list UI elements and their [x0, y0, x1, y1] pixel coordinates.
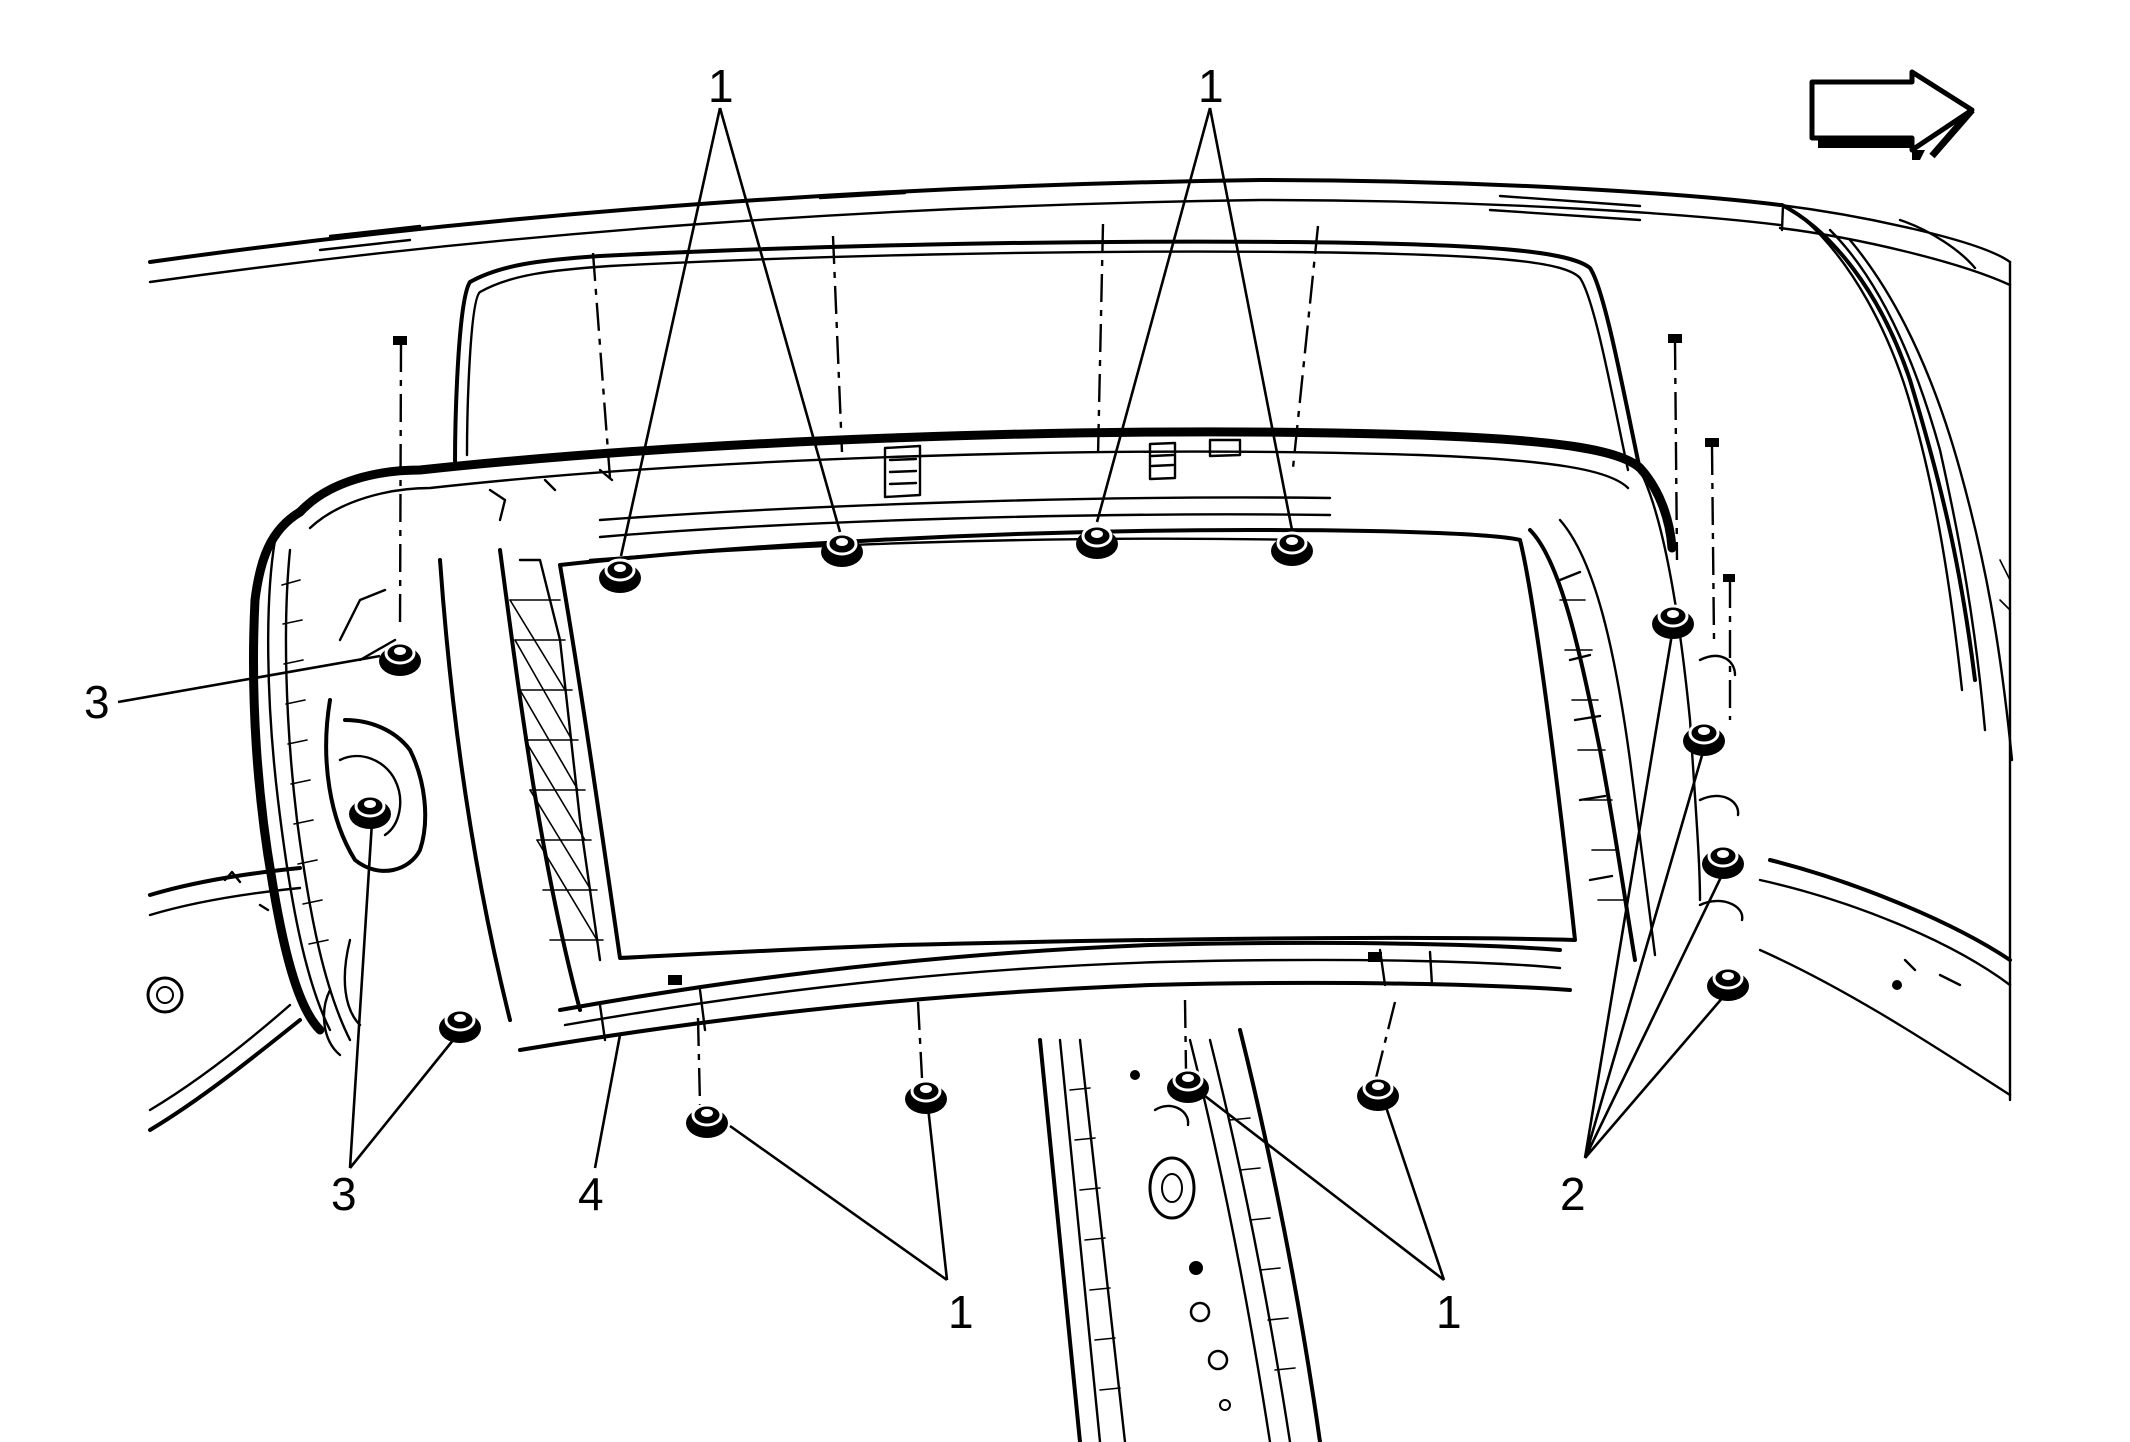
bolt-icon — [1650, 604, 1696, 641]
bolt-icon — [1700, 844, 1746, 881]
bolt-icon — [903, 1079, 949, 1116]
bolt-icon — [1269, 531, 1315, 568]
right-body-structure — [1758, 858, 2012, 1097]
left-body-structure — [146, 866, 302, 1132]
fasteners — [347, 524, 1751, 1140]
roof-panel — [148, 178, 2014, 1102]
center-pillar-structure — [1038, 1028, 1322, 1442]
bolt-icon — [437, 1008, 483, 1045]
roof-opening-outline — [453, 239, 1642, 472]
bolt-icon — [1165, 1068, 1211, 1105]
leader-lines — [117, 107, 1725, 1282]
bolt-icon — [684, 1103, 730, 1140]
bolt-icon — [347, 794, 393, 831]
install-guide-lines — [393, 223, 1735, 1106]
front-direction-arrow-icon — [1809, 69, 1975, 160]
callout-1-bottom-left: 1 — [948, 1286, 974, 1338]
bolt-icon — [1705, 966, 1751, 1003]
callout-3-bottom: 3 — [331, 1168, 357, 1220]
bolt-icon — [819, 532, 865, 569]
callout-labels: 1 1 3 3 4 2 1 1 — [84, 60, 1586, 1338]
callout-1-top-right: 1 — [1198, 60, 1224, 112]
bolt-icon — [377, 641, 423, 678]
callout-3-left: 3 — [84, 676, 110, 728]
callout-1-bottom-right: 1 — [1436, 1286, 1462, 1338]
bolt-icon — [597, 558, 643, 595]
callout-2: 2 — [1560, 1168, 1586, 1220]
sunroof-frame — [249, 427, 1744, 1057]
bolt-icon — [1355, 1076, 1401, 1113]
callout-1-top-left: 1 — [708, 60, 734, 112]
callout-4: 4 — [578, 1168, 604, 1220]
